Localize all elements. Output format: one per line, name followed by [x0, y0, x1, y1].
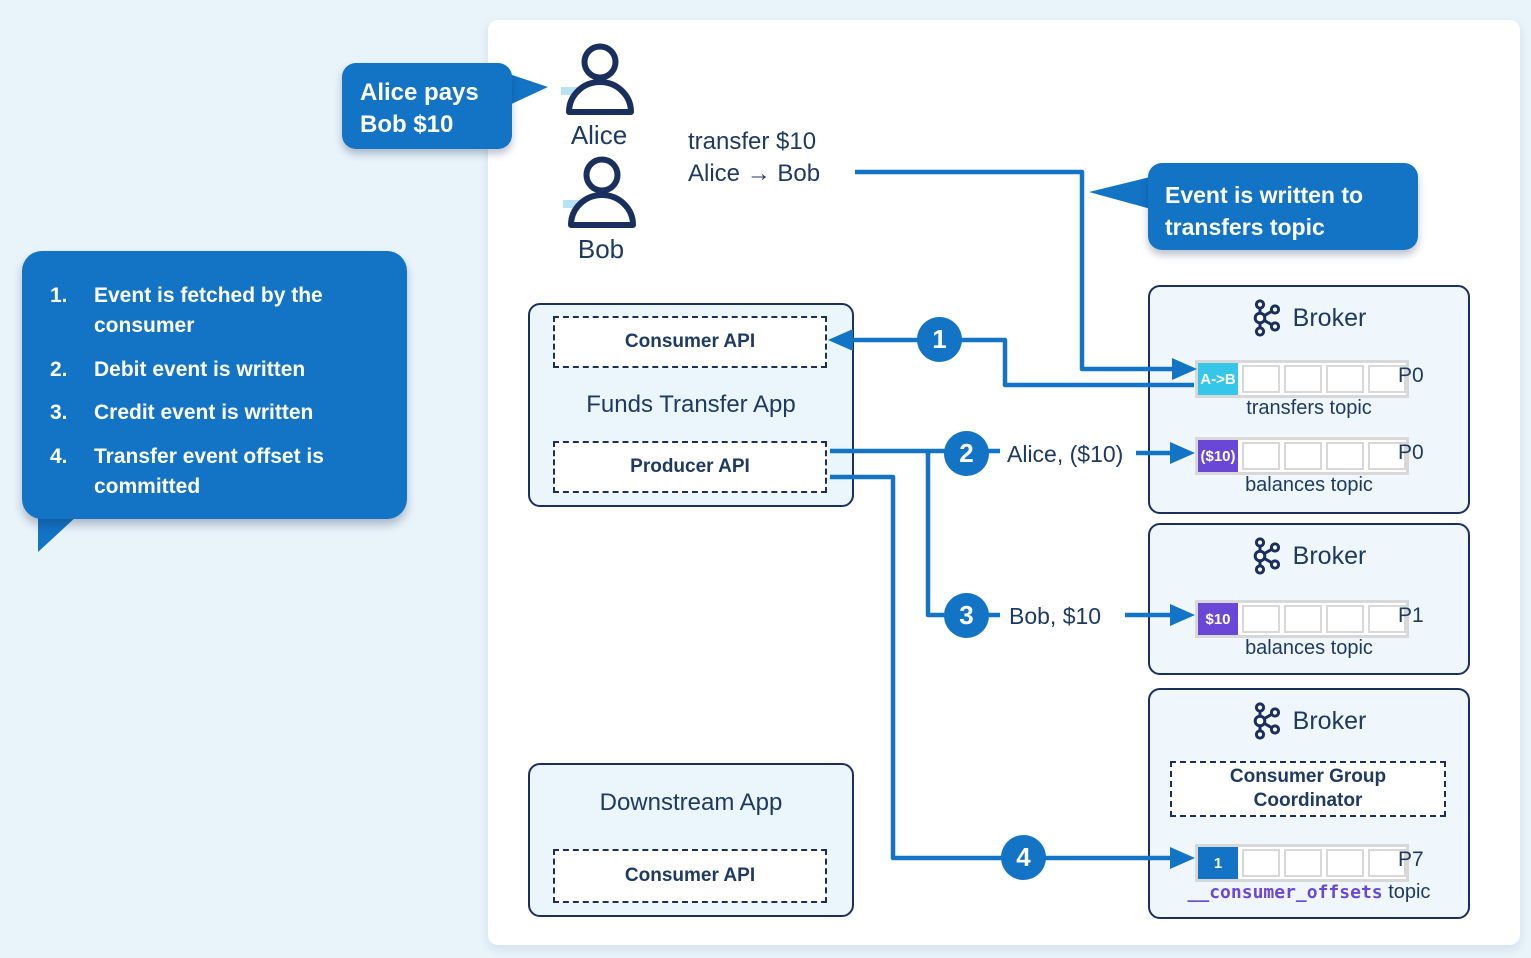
step-3-event-label: Bob, $10	[1009, 603, 1102, 629]
partition-cell-empty	[1326, 849, 1364, 877]
producer-api-label: Producer API	[630, 456, 750, 478]
note-number: 2.	[50, 357, 68, 381]
consumer-offsets-topic-name: __consumer_offsets	[1187, 882, 1383, 903]
partition-cell-filled: $10	[1198, 603, 1238, 635]
funds-transfer-consumer-api-box: Consumer API	[553, 316, 827, 368]
partition-cell-empty	[1284, 365, 1322, 393]
partition-cell-filled: 1	[1198, 847, 1238, 879]
balances-topic-partition: $10	[1195, 600, 1409, 638]
topic-label: balances topic	[1245, 637, 1373, 659]
broker-1-box: Broker A->B P0 transfers topic ($10) P0 …	[1148, 285, 1470, 514]
partition-label: P0	[1398, 441, 1424, 464]
consumer-offsets-partition: 1	[1195, 844, 1409, 882]
bob-icon	[563, 153, 639, 234]
note-item: 2. Debit event is written	[50, 355, 387, 385]
note-text: Debit event is written	[94, 357, 306, 381]
partition-cell-empty	[1242, 365, 1280, 393]
partition-cell-empty	[1242, 442, 1280, 470]
kafka-icon	[1253, 702, 1280, 740]
step-3-marker: 3	[944, 593, 989, 638]
broker-title: Broker	[1292, 541, 1367, 570]
partition-label: P0	[1398, 364, 1424, 387]
step-2-event-label: Alice, ($10)	[1007, 441, 1124, 467]
funds-transfer-producer-api-box: Producer API	[553, 441, 827, 493]
note-text: Transfer event offset is committed	[94, 445, 324, 499]
partition-label: P7	[1398, 848, 1424, 871]
transfer-note-line2: Alice → Bob	[688, 159, 821, 187]
topic-label: transfers topic	[1246, 397, 1372, 419]
partition-cell-empty	[1284, 849, 1322, 877]
partition-cell-filled: A->B	[1198, 363, 1238, 395]
bubble-line1: Event is written to	[1165, 182, 1364, 208]
topic-suffix: topic	[1388, 881, 1431, 903]
kafka-icon	[1253, 537, 1280, 575]
step-1-marker: 1	[917, 317, 962, 362]
broker-3-box: Broker Consumer Group Coordinator 1 P7 _…	[1148, 688, 1470, 919]
transfer-note: transfer $10 Alice → Bob	[688, 126, 820, 189]
transfer-note-line1: transfer $10	[688, 128, 817, 155]
consumer-api-label: Consumer API	[624, 331, 756, 353]
bubble-line2: transfers topic	[1165, 214, 1325, 241]
funds-transfer-app-box: Consumer API Funds Transfer App Producer…	[528, 303, 854, 507]
topic-label: __consumer_offsets topic	[1150, 881, 1468, 904]
topic-label: balances topic	[1245, 474, 1373, 496]
alice-pays-bubble: Alice pays Bob $10	[342, 63, 512, 149]
broker-2-box: Broker $10 P1 balances topic	[1148, 523, 1470, 675]
kafka-icon	[1253, 299, 1280, 337]
broker-title: Broker	[1292, 303, 1367, 332]
downstream-app-title: Downstream App	[599, 789, 783, 816]
transfers-topic-partition: A->B	[1195, 360, 1409, 398]
bob-label: Bob	[577, 234, 625, 264]
note-number: 1.	[50, 284, 68, 307]
partition-cell-empty	[1368, 365, 1406, 393]
downstream-app-box: Downstream App Consumer API	[528, 763, 854, 917]
partition-cell-empty	[1326, 605, 1364, 633]
bubble-line1: Alice pays	[360, 79, 479, 106]
steps-note-bubble: 1. Event is fetched by the consumer 2. D…	[22, 251, 407, 519]
coordinator-label-line2: Coordinator	[1253, 790, 1363, 811]
partition-cell-empty	[1368, 442, 1406, 470]
partition-label: P1	[1398, 604, 1424, 627]
alice-label: Alice	[570, 120, 628, 150]
bubble-line2: Bob $10	[360, 110, 454, 138]
funds-transfer-app-title: Funds Transfer App	[586, 391, 796, 418]
partition-cell-empty	[1368, 849, 1406, 877]
partition-cell-filled: ($10)	[1198, 440, 1238, 472]
note-text: Credit event is written	[94, 401, 314, 425]
partition-cell-empty	[1326, 442, 1364, 470]
coordinator-label-line1: Consumer Group	[1229, 766, 1387, 788]
note-item: 4. Transfer event offset is committed	[50, 442, 387, 502]
note-text: Event is fetched by the consumer	[94, 284, 323, 337]
partition-cell-empty	[1368, 605, 1406, 633]
balances-topic-partition: ($10)	[1195, 437, 1409, 475]
note-number: 3.	[50, 401, 68, 425]
partition-cell-empty	[1242, 849, 1280, 877]
partition-cell-empty	[1284, 605, 1322, 633]
partition-cell-empty	[1326, 365, 1364, 393]
broker-title: Broker	[1292, 706, 1367, 735]
event-written-bubble: Event is written to transfers topic	[1148, 163, 1418, 250]
note-number: 4.	[50, 445, 68, 469]
partition-cell-empty	[1242, 605, 1280, 633]
partition-cell-empty	[1284, 442, 1322, 470]
note-item: 1. Event is fetched by the consumer	[50, 281, 387, 341]
consumer-api-label: Consumer API	[624, 865, 756, 887]
consumer-group-coordinator-box: Consumer Group Coordinator	[1170, 761, 1446, 817]
note-item: 3. Credit event is written	[50, 398, 387, 428]
step-4-marker: 4	[1001, 835, 1046, 880]
alice-icon	[561, 40, 637, 121]
step-2-marker: 2	[944, 431, 989, 476]
downstream-consumer-api-box: Consumer API	[553, 849, 827, 903]
